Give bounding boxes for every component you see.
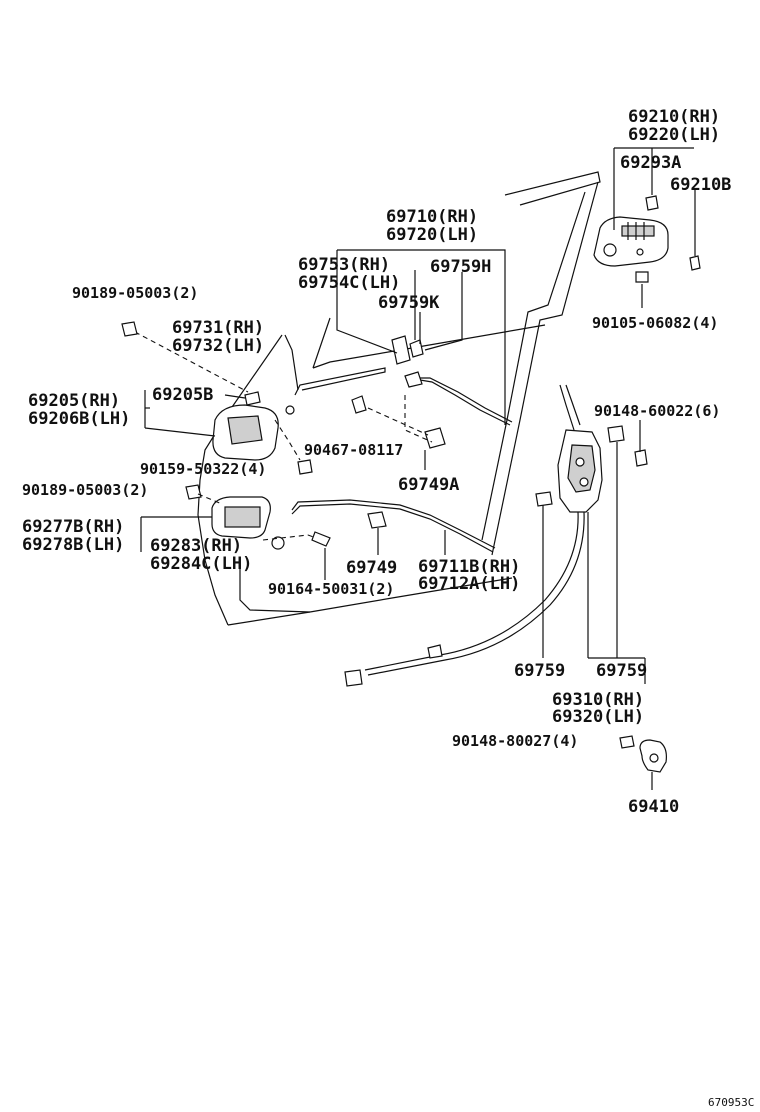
label-90148-a: 90148-60022(6) <box>594 402 720 420</box>
label-69206B: 69206B(LH) <box>28 409 130 429</box>
label-69278B: 69278B(LH) <box>22 535 124 555</box>
label-69759K: 69759K <box>378 293 440 313</box>
label-90467: 90467-08117 <box>304 441 403 459</box>
label-69205: 69205(RH) <box>28 391 120 411</box>
label-69220: 69220(LH) <box>628 125 720 145</box>
label-69712A: 69712A(LH) <box>418 574 520 594</box>
lock-rods <box>291 335 513 553</box>
label-69283: 69283(RH) <box>150 536 242 556</box>
label-69759-a: 69759 <box>514 661 565 681</box>
label-90148-b: 90148-80027(4) <box>452 732 578 750</box>
label-69731: 69731(RH) <box>172 318 264 338</box>
striker <box>619 735 667 773</box>
label-69759-b: 69759 <box>596 661 647 681</box>
label-69284C: 69284C(LH) <box>150 554 252 574</box>
label-69711B: 69711B(RH) <box>418 557 520 577</box>
label-69210: 69210(RH) <box>628 107 720 127</box>
inside-handle <box>212 391 295 461</box>
label-90159: 90159-50322(4) <box>140 460 266 478</box>
outside-handle <box>593 195 701 283</box>
label-69410: 69410 <box>628 797 679 817</box>
label-90105: 90105-06082(4) <box>592 314 718 332</box>
lock-bezel <box>211 496 285 550</box>
label-69310: 69310(RH) <box>552 690 644 710</box>
label-69732: 69732(LH) <box>172 336 264 356</box>
label-69293A: 69293A <box>620 153 681 173</box>
part-labels: 69210(RH) 69220(LH) 69293A 69210B 90105-… <box>22 107 754 1109</box>
label-69754C: 69754C(LH) <box>298 273 400 293</box>
label-90189-b: 90189-05003(2) <box>22 481 148 499</box>
label-69710: 69710(RH) <box>386 207 478 227</box>
label-69749A: 69749A <box>398 475 459 495</box>
door-lock-assembly <box>344 384 648 687</box>
label-69720: 69720(LH) <box>386 225 478 245</box>
label-90164: 90164-50031(2) <box>268 580 394 598</box>
label-69210B: 69210B <box>670 175 731 195</box>
label-69753: 69753(RH) <box>298 255 390 275</box>
label-69277B: 69277B(RH) <box>22 517 124 537</box>
label-69749: 69749 <box>346 558 397 578</box>
label-69759H: 69759H <box>430 257 491 277</box>
label-90189-a: 90189-05003(2) <box>72 284 198 302</box>
label-69320: 69320(LH) <box>552 707 644 727</box>
label-69205B: 69205B <box>152 385 213 405</box>
figure-id: 670953C <box>708 1096 754 1109</box>
